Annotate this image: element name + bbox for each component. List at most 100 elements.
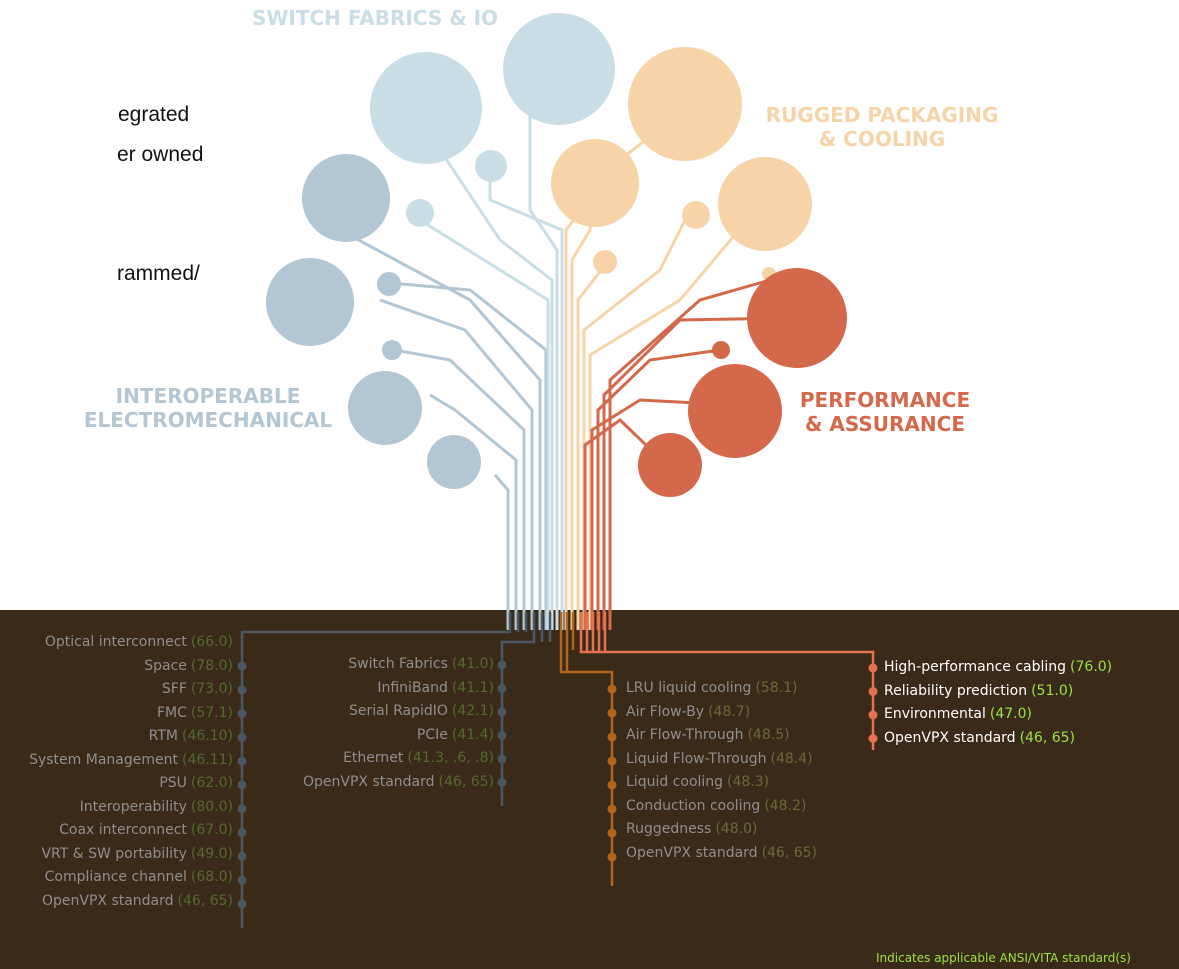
- route-dot: [237, 709, 247, 719]
- rugged-node: [551, 139, 639, 227]
- interop-node: [382, 340, 402, 360]
- standard-item: VRT & SW portability(49.0): [0, 843, 233, 867]
- standard-item: OpenVPX standard(46, 65): [262, 771, 494, 795]
- standard-code: (78.0): [190, 657, 233, 674]
- route-dot: [497, 707, 507, 717]
- standard-name: Coax interconnect: [59, 822, 187, 838]
- standard-item: High-performance cabling(76.0): [884, 656, 1174, 680]
- standard-name: LRU liquid cooling: [626, 680, 752, 696]
- route-dot: [497, 754, 507, 764]
- standard-item: Interoperability(80.0): [0, 796, 233, 820]
- standard-code: (73.0): [190, 681, 233, 697]
- rugged-standards-list: LRU liquid cooling(58.1) Air Flow-By(48.7…: [626, 677, 866, 865]
- switch-node: [503, 13, 615, 125]
- route-dot: [607, 732, 617, 742]
- standards-panel: [0, 610, 1179, 969]
- rugged-node: [718, 157, 812, 251]
- standard-item: Air Flow-Through(48.5): [626, 724, 866, 748]
- standard-item: Serial RapidIO(42.1): [262, 700, 494, 724]
- category-rugged-packaging: RUGGED PACKAGING & COOLING: [765, 103, 999, 151]
- route-dot: [497, 660, 507, 670]
- standard-name: RTM: [148, 728, 178, 744]
- standard-item: LRU liquid cooling(58.1): [626, 677, 866, 701]
- route-dot: [237, 661, 247, 671]
- route-dot: [237, 899, 247, 909]
- standard-code: (47.0): [989, 706, 1032, 722]
- route-dot: [237, 804, 247, 814]
- partial-text-integrated: egrated: [118, 103, 190, 126]
- standard-code: (46, 65): [761, 844, 818, 861]
- interop-trunk-lines: [339, 228, 548, 630]
- standard-item: FMC(57.1): [0, 702, 233, 726]
- interop-node: [427, 435, 481, 489]
- standard-name: Air Flow-By: [626, 703, 705, 720]
- standard-name: Space: [144, 657, 187, 674]
- standard-name: Switch Fabrics: [348, 656, 448, 672]
- switch-route: [500, 612, 552, 806]
- standard-name: OpenVPX standard: [302, 773, 435, 790]
- standard-code: (48.2): [764, 797, 807, 814]
- partial-text-owned: er owned: [117, 143, 204, 166]
- standard-code: (42.1): [451, 703, 494, 719]
- interop-standards-list: Optical interconnect(66.0) Space(78.0)SFF…: [0, 631, 233, 913]
- standard-item: OpenVPX standard(46, 65): [884, 727, 1174, 751]
- standard-code: (62.0): [190, 775, 233, 791]
- standard-code: (48.0): [715, 821, 758, 837]
- standard-name: Liquid Flow-Through: [626, 750, 767, 767]
- standard-item: PSU(62.0): [0, 772, 233, 796]
- standard-code: (46, 65): [177, 892, 233, 909]
- route-dot: [868, 734, 878, 743]
- standard-code: (48.7): [708, 703, 751, 720]
- partial-text-programmed: rammed/: [117, 262, 200, 285]
- route-dot: [497, 731, 507, 740]
- route-dot: [237, 851, 247, 861]
- standard-code: (46.10): [181, 728, 233, 744]
- standard-name: Interoperability: [79, 798, 187, 815]
- standard-name: Serial RapidIO: [349, 703, 448, 719]
- standard-name: Ethernet: [343, 750, 404, 766]
- standard-item: Ruggedness(48.0): [626, 818, 866, 842]
- route-dot: [237, 828, 247, 838]
- standard-item: Reliability prediction(51.0): [884, 680, 1174, 704]
- route-dot: [237, 875, 247, 885]
- standard-item: Coax interconnect(67.0): [0, 819, 233, 843]
- interop-node: [377, 272, 401, 296]
- route-dot: [607, 852, 617, 862]
- standard-item: Conduction cooling(48.2): [626, 795, 866, 819]
- standard-item: Environmental(47.0): [884, 703, 1174, 727]
- perf-node: [638, 433, 702, 497]
- standard-name: Environmental: [884, 706, 986, 722]
- perf-node: [688, 364, 782, 458]
- route-dot: [607, 684, 617, 694]
- route-dot: [237, 732, 247, 742]
- standard-name: Optical interconnect: [44, 634, 187, 650]
- standard-item: RTM(46.10): [0, 725, 233, 749]
- route-dot: [237, 685, 247, 695]
- standard-item: OpenVPX standard(46, 65): [626, 842, 866, 866]
- switch-node: [370, 52, 482, 164]
- standard-code: (46, 65): [1019, 729, 1076, 746]
- standard-name: SFF: [161, 681, 187, 697]
- standard-code: (41.4): [451, 726, 494, 743]
- standard-name: Air Flow-Through: [626, 727, 744, 743]
- standard-name: OpenVPX standard: [884, 729, 1016, 746]
- category-interoperable: INTEROPERABLE ELECTROMECHANICAL: [83, 384, 333, 432]
- standard-name: High-performance cabling: [884, 659, 1067, 675]
- route-dot: [497, 684, 507, 693]
- standard-name: Reliability prediction: [884, 682, 1028, 699]
- interop-node: [302, 154, 390, 242]
- interop-circles: [266, 154, 481, 489]
- perf-node: [712, 341, 730, 359]
- standard-name: VRT & SW portability: [41, 845, 187, 862]
- route-dot: [607, 756, 617, 766]
- rugged-node: [682, 201, 710, 229]
- standard-name: InfiniBand: [377, 679, 448, 696]
- standard-code: (46.11): [181, 751, 233, 768]
- standard-item: Optical interconnect(66.0): [0, 631, 233, 655]
- standard-code: (58.1): [755, 680, 798, 696]
- route-dots: [237, 660, 878, 909]
- interop-route: [240, 612, 528, 928]
- standard-item: Compliance channel(68.0): [0, 866, 233, 890]
- perf-standards-list: High-performance cabling(76.0)Reliabilit…: [884, 656, 1174, 750]
